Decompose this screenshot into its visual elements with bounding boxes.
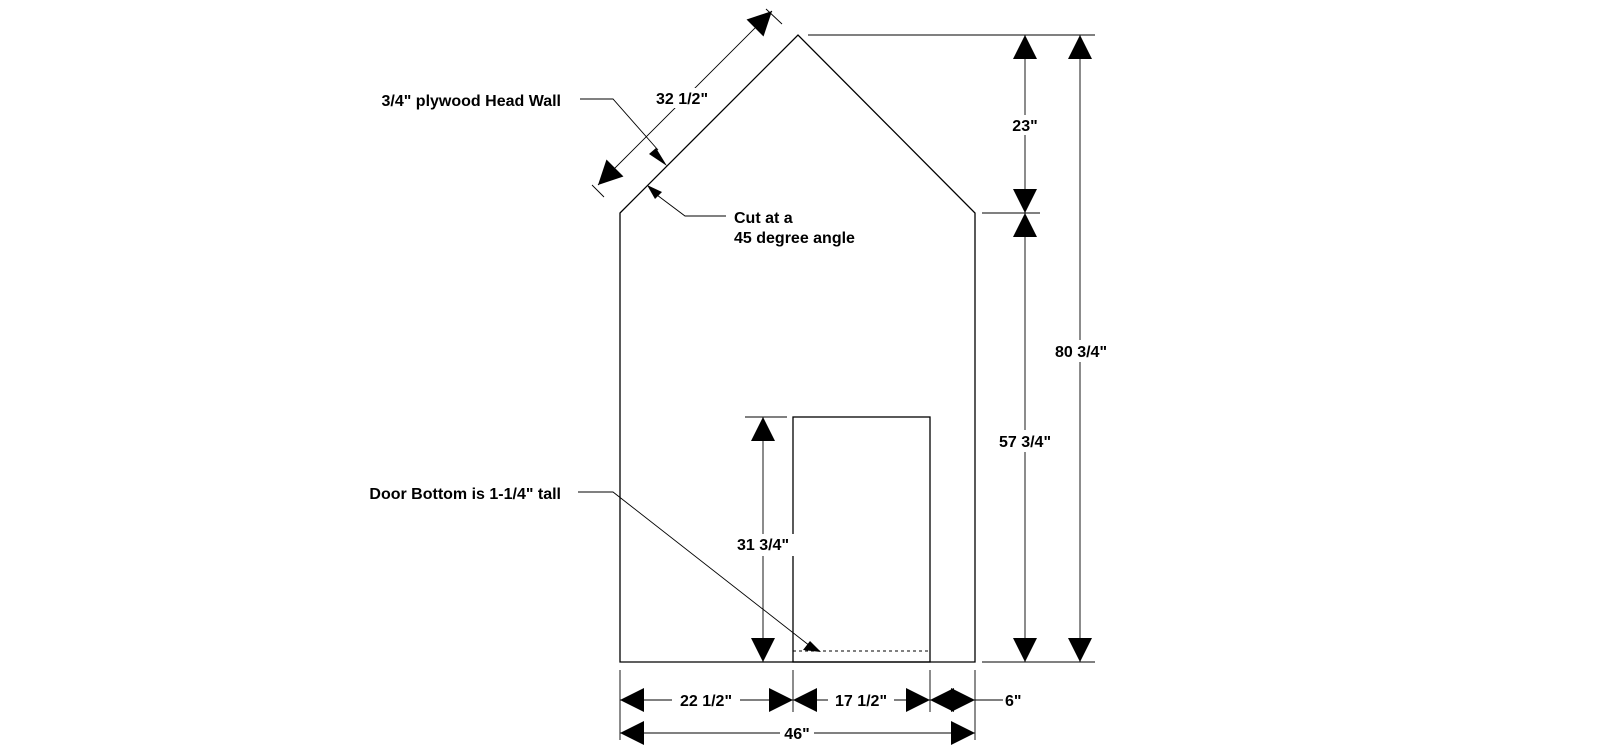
cut-angle-label-line1: Cut at a: [734, 210, 793, 227]
wall-outline: [619, 34, 976, 663]
dimension-door-width: 17 1/2": [793, 688, 930, 712]
head-wall-label: 3/4" plywood Head Wall: [382, 93, 561, 110]
dimension-door-height: 31 3/4": [729, 417, 797, 662]
head-wall-callout: 3/4" plywood Head Wall: [382, 93, 667, 166]
extension-lines: [591, 8, 1095, 740]
dimension-wall-height: 57 3/4": [990, 213, 1060, 662]
door-height-label: 31 3/4": [737, 537, 789, 554]
dimension-total-width: 46": [620, 721, 975, 745]
cut-angle-callout: Cut at a 45 degree angle: [647, 185, 855, 247]
door-bottom-callout: Door Bottom is 1-1/4" tall: [369, 486, 821, 652]
dimension-total-height: 80 3/4": [1045, 35, 1117, 662]
dimension-left-width: 22 1/2": [620, 688, 793, 712]
roof-slope-label: 32 1/2": [656, 91, 708, 108]
door-bottom-label: Door Bottom is 1-1/4" tall: [369, 486, 561, 503]
left-width-label: 22 1/2": [680, 693, 732, 710]
dimension-right-width: 6": [930, 688, 1021, 712]
right-width-label: 6": [1005, 693, 1021, 710]
dimension-roof-height: 23": [1003, 35, 1047, 213]
total-height-label: 80 3/4": [1055, 344, 1107, 361]
door-opening: [792, 416, 931, 663]
total-width-label: 46": [784, 726, 809, 743]
dimension-roof-slope: 32 1/2": [589, 2, 781, 194]
cut-angle-label-line2: 45 degree angle: [734, 230, 855, 247]
roof-height-label: 23": [1012, 118, 1037, 135]
wall-height-label: 57 3/4": [999, 434, 1051, 451]
door-width-label: 17 1/2": [835, 693, 887, 710]
